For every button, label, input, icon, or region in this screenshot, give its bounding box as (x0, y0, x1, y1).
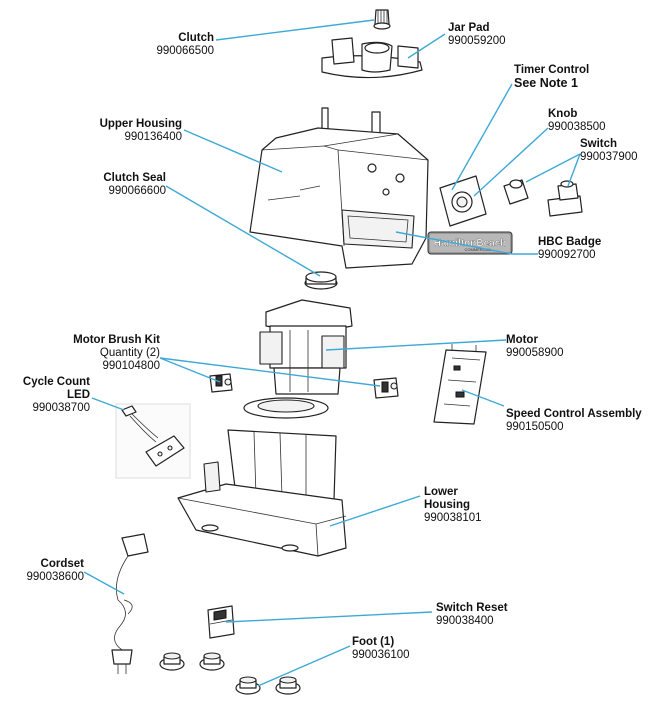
leader-jar-pad (407, 33, 446, 59)
jar-pad-part (321, 37, 423, 79)
cordset-part (111, 533, 149, 674)
leader-lower-housing (329, 495, 421, 527)
cycle-count-led-part (115, 403, 191, 479)
foot-part-3 (235, 676, 261, 695)
hbc-badge-part: HamiltonBeach COMMERCIAL (427, 231, 513, 255)
foot-label: Foot (1) 990036100 (352, 636, 410, 662)
leader-clutch-seal (165, 185, 321, 277)
switch-reset-part (207, 605, 235, 639)
cycle-count-led-number: 990038700 (32, 402, 90, 414)
foot-number: 990036100 (352, 649, 410, 661)
switch-label: Switch 990037900 (580, 138, 638, 164)
leader-switch-2 (567, 153, 581, 187)
leader-motor-brush-2 (159, 357, 381, 387)
leader-upper-housing (183, 129, 283, 173)
clutch-seal-part (304, 271, 338, 290)
foot-part-4 (275, 676, 301, 695)
cordset-number: 990038600 (26, 571, 84, 583)
leader-motor (325, 339, 507, 351)
switch-number: 990037900 (580, 151, 638, 163)
speed-control-assembly-title: Speed Control Assembly (506, 408, 642, 420)
jar-pad-title: Jar Pad (448, 22, 490, 34)
switch-reset-title: Switch Reset (436, 602, 508, 614)
motor-number: 990058900 (506, 347, 564, 359)
lower-housing-part (177, 429, 347, 557)
motor-brush-kit-label: Motor Brush Kit Quantity (2) 990104800 (56, 334, 160, 373)
cordset-title: Cordset (40, 558, 84, 570)
switch-part (547, 180, 583, 217)
jar-pad-number: 990059200 (448, 35, 506, 47)
hbc-badge-label: HBC Badge 990092700 (538, 236, 601, 262)
motor-brush-part-left (209, 373, 233, 393)
timer-control-title: Timer Control (514, 64, 590, 76)
knob-label: Knob 990038500 (548, 108, 606, 134)
leader-cordset (83, 571, 125, 595)
clutch-seal-label: Clutch Seal 990066600 (100, 172, 166, 198)
leader-foot (257, 645, 351, 687)
lower-housing-title-2: Housing (424, 499, 470, 511)
speed-control-assembly-number: 990150500 (506, 421, 564, 433)
lower-housing-title-1: Lower (424, 486, 458, 498)
clutch-part (373, 9, 391, 30)
lower-housing-label: Lower Housing 990038101 (424, 486, 482, 525)
knob-number: 990038500 (548, 121, 606, 133)
leader-motor-brush-1 (159, 357, 221, 383)
motor-brush-kit-title: Motor Brush Kit (73, 334, 160, 346)
clutch-seal-title: Clutch Seal (103, 172, 166, 184)
motor-brush-kit-quantity: Quantity (2) (99, 347, 160, 359)
leader-clutch (215, 19, 375, 41)
motor-brush-kit-number: 990104800 (102, 360, 160, 372)
leader-switch-reset (225, 611, 433, 623)
upper-housing-label: Upper Housing 990136400 (96, 118, 182, 144)
motor-brush-part-right (373, 377, 399, 399)
hbc-badge-subtext: COMMERCIAL (464, 247, 492, 252)
clutch-seal-number: 990066600 (108, 185, 166, 197)
hbc-badge-title: HBC Badge (538, 236, 602, 248)
timer-control-note: See Note 1 (514, 76, 578, 90)
lower-housing-number: 990038101 (424, 512, 482, 524)
knob-part (503, 179, 529, 205)
cycle-count-led-title-1: Cycle Count (22, 376, 90, 388)
motor-part (243, 299, 353, 419)
motor-label: Motor 990058900 (506, 334, 564, 360)
foot-part-1 (159, 652, 185, 671)
knob-title: Knob (548, 108, 578, 120)
leader-hbc-badge-1 (395, 231, 513, 255)
foot-part-2 (199, 652, 225, 671)
jar-pad-label: Jar Pad 990059200 (448, 22, 506, 48)
leader-cycle-count-led (91, 397, 125, 411)
switch-reset-label: Switch Reset 990038400 (436, 602, 508, 628)
leader-timer-control (451, 83, 513, 191)
clutch-title: Clutch (178, 32, 214, 44)
leader-speed-control (461, 389, 505, 407)
hbc-badge-text: HamiltonBeach (434, 238, 507, 249)
leader-lines (83, 19, 581, 687)
clutch-number: 990066500 (156, 45, 214, 57)
leader-knob (473, 127, 549, 197)
switch-reset-number: 990038400 (436, 615, 494, 627)
timer-control-label: Timer Control See Note 1 (514, 64, 589, 90)
foot-title: Foot (1) (352, 636, 395, 648)
cycle-count-led-label: Cycle Count LED 990038700 (20, 376, 90, 415)
cycle-count-led-title-2: LED (67, 389, 90, 401)
speed-control-assembly-part (433, 344, 487, 425)
cordset-label: Cordset 990038600 (14, 558, 84, 584)
upper-housing-number: 990136400 (124, 131, 182, 143)
motor-title: Motor (506, 334, 538, 346)
upper-housing-title: Upper Housing (99, 118, 182, 130)
upper-housing-part (249, 107, 429, 269)
timer-control-part (439, 175, 487, 227)
switch-title: Switch (580, 138, 618, 150)
hbc-badge-number: 990092700 (538, 249, 596, 261)
clutch-label: Clutch 990066500 (140, 32, 214, 58)
leader-switch-1 (525, 153, 581, 183)
speed-control-assembly-label: Speed Control Assembly 990150500 (506, 408, 642, 434)
